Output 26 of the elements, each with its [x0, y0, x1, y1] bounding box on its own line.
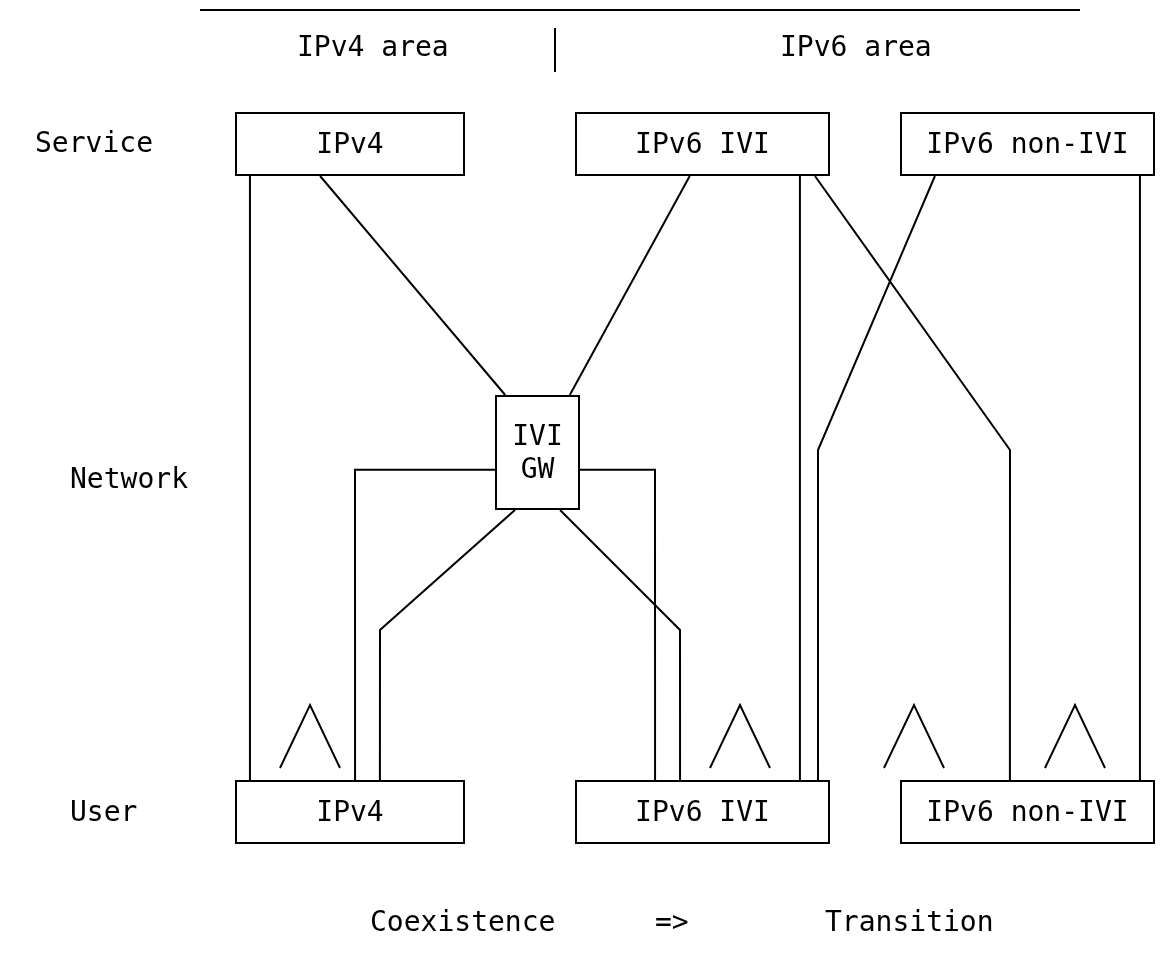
phase-label: Transition	[825, 905, 994, 938]
connector-line	[1138, 175, 1141, 781]
connector-line	[319, 175, 507, 396]
service-box: IPv4	[235, 112, 465, 176]
service-box: IPv6 IVI	[575, 112, 830, 176]
row-label: Service	[35, 126, 153, 159]
area-label: IPv6 area	[780, 30, 932, 63]
connector-line	[568, 175, 691, 396]
gateway-box: IVI GW	[495, 395, 580, 510]
connector-line	[798, 175, 801, 781]
connector-line	[354, 468, 496, 781]
transition-symbol: =>	[655, 905, 689, 938]
connector-line	[817, 175, 936, 781]
phase-label: Coexistence	[370, 905, 556, 938]
user-box: IPv4	[235, 780, 465, 844]
user-box: IPv6 non-IVI	[900, 780, 1155, 844]
row-label: Network	[70, 462, 188, 495]
area-label: IPv4 area	[297, 30, 449, 63]
connector-line	[559, 509, 682, 781]
connector-line	[248, 175, 251, 781]
user-box: IPv6 IVI	[575, 780, 830, 844]
row-label: User	[70, 795, 138, 828]
connector-line	[813, 175, 1011, 781]
connector-line	[579, 468, 657, 781]
service-box: IPv6 non-IVI	[900, 112, 1155, 176]
connector-line	[378, 509, 516, 781]
